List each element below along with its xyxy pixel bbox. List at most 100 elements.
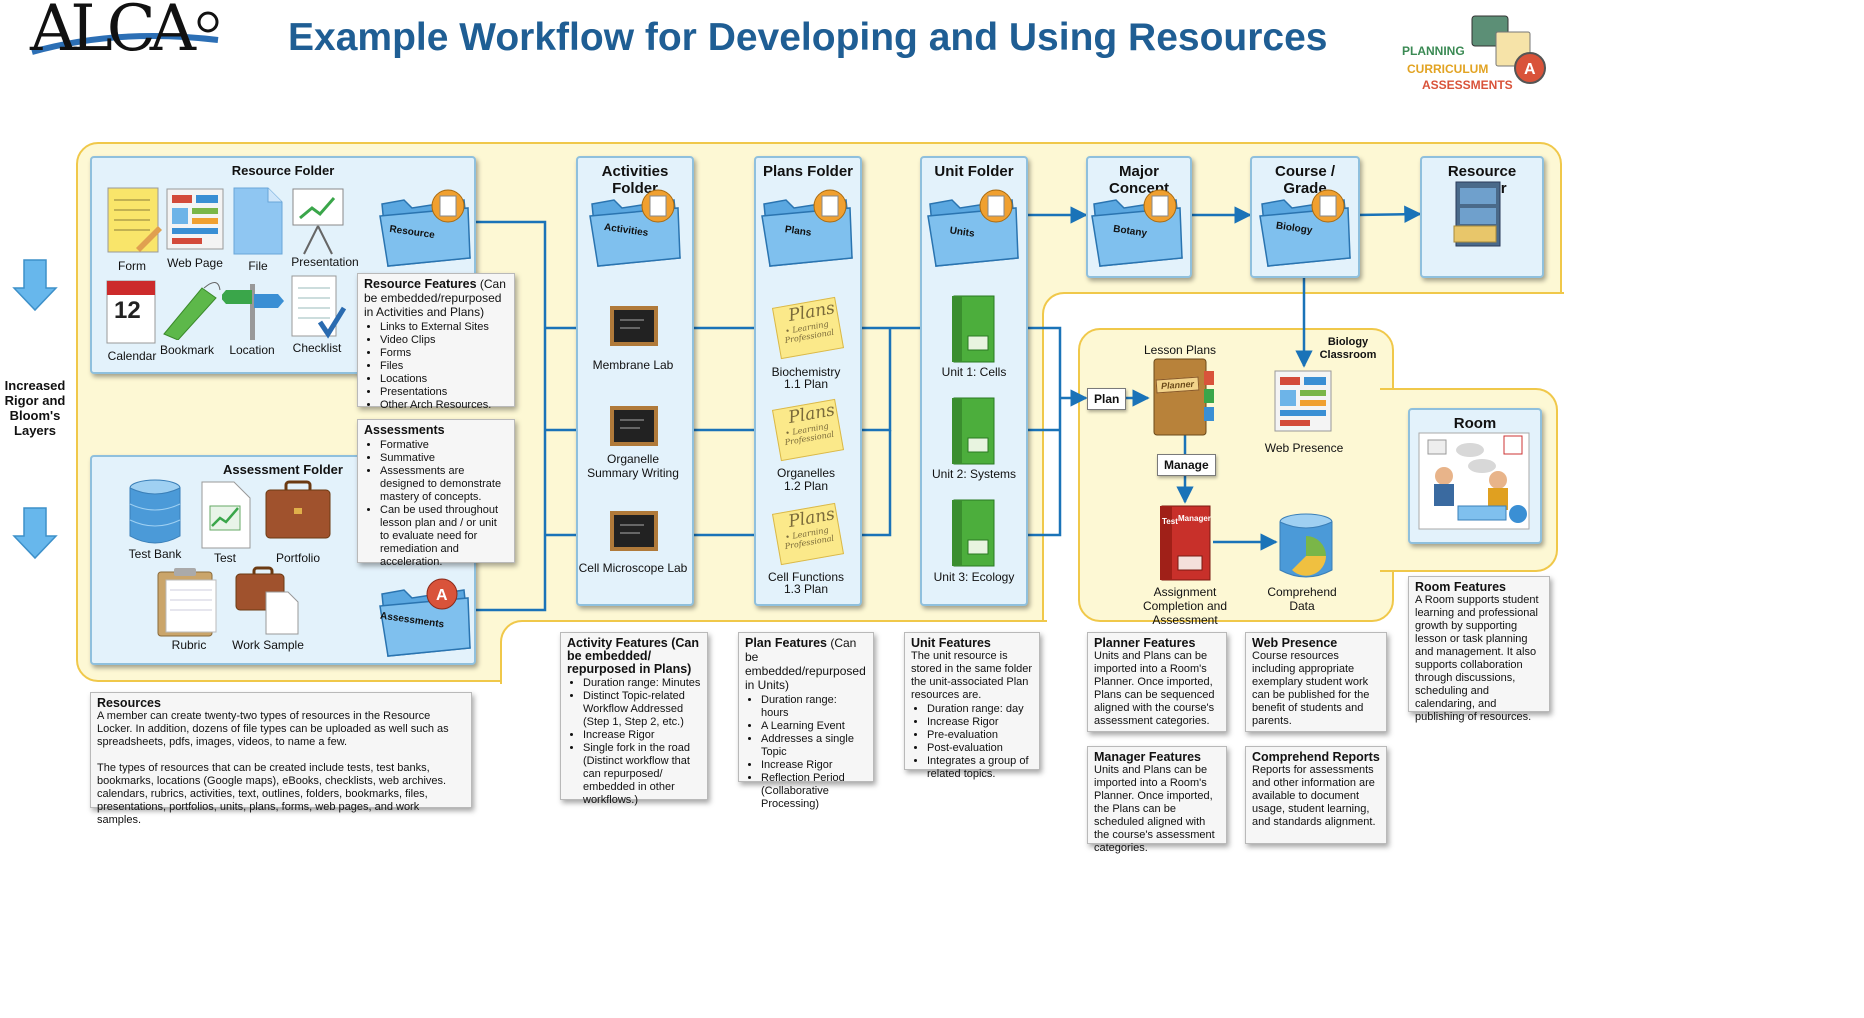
plan-features-subtitle: (Can be embedded/repurposed in Units) bbox=[745, 636, 866, 692]
file-label: File bbox=[248, 259, 268, 273]
bookmark-icon bbox=[163, 282, 221, 340]
test-bank-icon bbox=[129, 479, 181, 544]
web-presence-features-text: Course resources including appropriate e… bbox=[1252, 650, 1370, 727]
unit-1-label: Unit 1: Cells bbox=[941, 365, 1007, 379]
checklist-label: Checklist bbox=[292, 341, 342, 355]
classroom-title: Biology Classroom bbox=[1319, 336, 1377, 361]
comprehend-reports-box: Comprehend Reports Reports for assessmen… bbox=[1245, 746, 1387, 844]
resource-features-box: Resource Features (Can be embedded/repur… bbox=[357, 273, 515, 411]
manager-features-title: Manager Features bbox=[1094, 750, 1201, 764]
logo-text: ALCA bbox=[30, 0, 196, 66]
web-page-icon bbox=[166, 188, 224, 250]
file-icon bbox=[233, 187, 283, 255]
plans-folder-title: Plans Folder bbox=[762, 163, 854, 180]
activity-features-box: Activity Features (Can be embedded/ repu… bbox=[560, 632, 708, 806]
room-features-title: Room Features bbox=[1415, 580, 1506, 594]
unit-features-text: The unit resource is stored in the same … bbox=[911, 650, 1033, 701]
assignment-completion-label: Assignment Completion and Assessment bbox=[1142, 585, 1228, 627]
presentation-label: Presentation bbox=[291, 255, 359, 269]
unit-2-label: Unit 2: Systems bbox=[931, 467, 1017, 481]
form-label: Form bbox=[118, 259, 146, 273]
unit-folder-title: Unit Folder bbox=[934, 163, 1014, 180]
list-item: Duration range: day bbox=[927, 703, 1033, 716]
plan-name-label: Organelles bbox=[776, 466, 836, 480]
test-label: Test bbox=[213, 551, 237, 565]
plan-name-label: Cell Functions bbox=[767, 570, 845, 584]
bookmark-label: Bookmark bbox=[159, 343, 215, 357]
unit-3-label: Unit 3: Ecology bbox=[933, 570, 1015, 584]
list-item: A Learning Event bbox=[761, 720, 867, 733]
plan-features-title: Plan Features bbox=[745, 636, 827, 650]
checklist-icon bbox=[291, 275, 346, 339]
plan-tag: Plan bbox=[1087, 388, 1127, 410]
list-item: Addresses a single Topic bbox=[761, 733, 867, 759]
list-item: Duration range: Minutes bbox=[583, 677, 701, 690]
page-title: Example Workflow for Developing and Usin… bbox=[288, 16, 1328, 59]
plan-name-label: Biochemistry bbox=[771, 365, 841, 379]
classroom-area bbox=[1078, 328, 1394, 622]
plan-card: Plans • Learning Professional bbox=[771, 296, 845, 360]
web-presence-icon bbox=[1274, 370, 1332, 432]
brand-planning: PLANNING bbox=[1402, 44, 1465, 58]
form-icon bbox=[107, 187, 162, 253]
work-sample-icon bbox=[235, 566, 299, 635]
comprehend-reports-text: Reports for assessments and other inform… bbox=[1252, 764, 1376, 828]
brand-assessments: ASSESSMENTS bbox=[1422, 78, 1513, 92]
chalkboard-icon bbox=[610, 406, 658, 446]
list-item: Locations bbox=[380, 373, 508, 386]
test-bank-label: Test Bank bbox=[128, 547, 182, 561]
list-item: Increase Rigor bbox=[583, 729, 701, 742]
planner-book-icon bbox=[1153, 358, 1214, 436]
manager-features-box: Manager Features Units and Plans can be … bbox=[1087, 746, 1227, 854]
svg-text:A: A bbox=[1524, 61, 1536, 78]
room-features-text: A Room supports student learning and pro… bbox=[1415, 594, 1539, 723]
list-item: Links to External Sites bbox=[380, 321, 508, 334]
comprehend-reports-title: Comprehend Reports bbox=[1252, 750, 1380, 764]
web-presence-label: Web Presence bbox=[1264, 441, 1344, 455]
presentation-icon bbox=[292, 188, 344, 255]
list-item: Can be used throughout lesson plan and /… bbox=[380, 504, 508, 569]
plan-number-label: 1.1 Plan bbox=[783, 377, 829, 391]
list-item: Other Arch Resources. bbox=[380, 399, 508, 412]
activities-folder-icon bbox=[589, 189, 681, 267]
svg-text:A: A bbox=[436, 587, 448, 604]
resources-info-box: Resources A member can create twenty-two… bbox=[90, 692, 472, 826]
resource-features-subtitle: (Can be embedded/repurposed in Activitie… bbox=[364, 277, 506, 319]
rubric-icon bbox=[157, 568, 217, 637]
location-label: Location bbox=[229, 343, 275, 357]
plan-number-label: 1.2 Plan bbox=[783, 479, 829, 493]
list-item: Video Clips bbox=[380, 334, 508, 347]
unit-binder-icon bbox=[952, 499, 995, 567]
web-presence-features-box: Web Presence Course resources including … bbox=[1245, 632, 1387, 732]
planner-features-box: Planner Features Units and Plans can be … bbox=[1087, 632, 1227, 732]
units-folder-icon bbox=[927, 189, 1019, 267]
list-item: Duration range: hours bbox=[761, 694, 867, 720]
organelle-summary-label: Organelle Summary Writing bbox=[587, 452, 679, 480]
plan-card: Plans • Learning Professional bbox=[771, 502, 845, 566]
unit-binder-icon bbox=[952, 295, 995, 363]
planner-features-title: Planner Features bbox=[1094, 636, 1196, 650]
list-item: Increase Rigor bbox=[761, 759, 867, 772]
room-title: Room bbox=[1453, 415, 1497, 432]
assessment-folder-title: Assessment Folder bbox=[223, 462, 343, 477]
location-icon bbox=[222, 284, 284, 340]
plan-card: Plans • Learning Professional bbox=[771, 398, 845, 462]
svg-text:12: 12 bbox=[114, 297, 141, 324]
lesson-plans-label: Lesson Plans bbox=[1143, 343, 1217, 357]
side-label: Increased Rigor and Bloom's Layers bbox=[4, 378, 66, 438]
list-item: Post-evaluation bbox=[927, 742, 1033, 755]
list-item: Summative bbox=[380, 452, 508, 465]
biology-folder-icon bbox=[1259, 189, 1351, 267]
botany-folder-icon bbox=[1091, 189, 1183, 267]
web-page-label: Web Page bbox=[167, 256, 223, 270]
binder-tab-test: Test bbox=[1162, 517, 1178, 526]
list-item: Presentations bbox=[380, 386, 508, 399]
assessments-info-title: Assessments bbox=[364, 423, 445, 437]
planning-curriculum-assessment-icon: A bbox=[1471, 15, 1546, 84]
chalkboard-icon bbox=[610, 511, 658, 551]
course-grade-title: Course / Grade bbox=[1274, 163, 1335, 197]
list-item: Forms bbox=[380, 347, 508, 360]
portfolio-label: Portfolio bbox=[275, 551, 321, 565]
resources-info-p2: The types of resources that can be creat… bbox=[97, 762, 447, 826]
logo-swoosh-icon bbox=[31, 11, 219, 55]
